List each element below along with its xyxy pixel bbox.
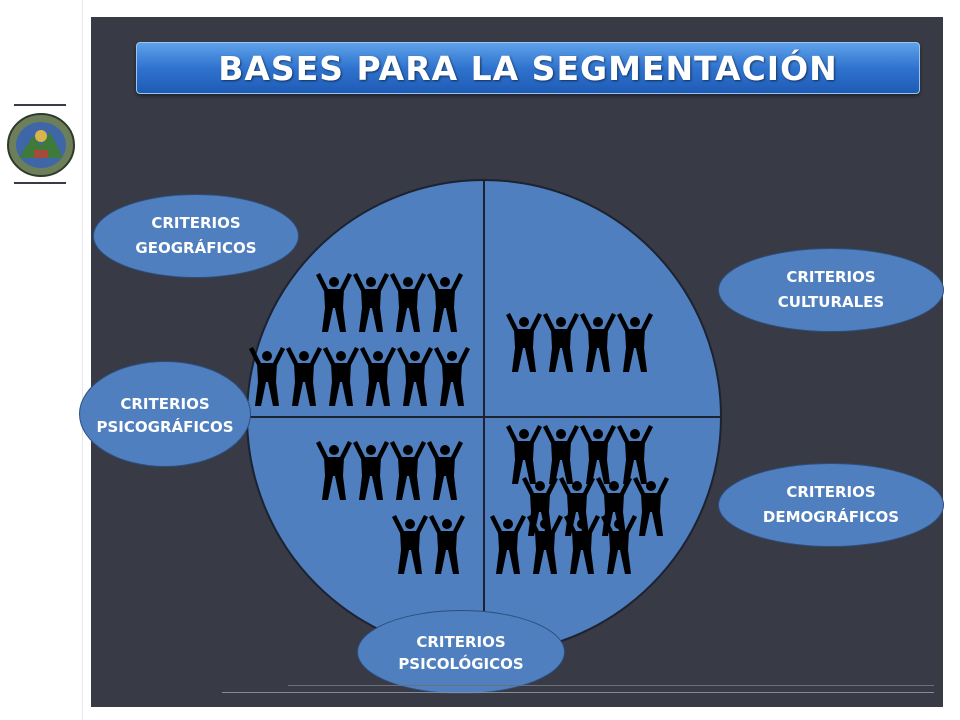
university-seal-icon xyxy=(7,113,75,177)
person-arms-raised-icon xyxy=(580,425,616,484)
person-arms-raised-icon xyxy=(580,313,616,372)
oval-label-line2: CULTURALES xyxy=(777,293,885,311)
person-arms-raised-icon xyxy=(543,425,579,484)
person-arms-raised-icon xyxy=(397,347,433,406)
criterios-culturales-oval: CRITERIOS CULTURALES xyxy=(718,248,944,332)
oval-label-line2: GEOGRÁFICOS xyxy=(135,239,257,257)
person-arms-raised-icon xyxy=(490,515,526,574)
criterios-psicologicos-oval: CRITERIOS PSICOLÓGICOS xyxy=(357,610,565,694)
person-arms-raised-icon xyxy=(522,477,558,536)
oval-label-line2: DEMOGRÁFICOS xyxy=(762,508,900,526)
people-figures xyxy=(249,273,669,574)
person-arms-raised-icon xyxy=(360,347,396,406)
oval-label-line1: CRITERIOS xyxy=(416,632,506,651)
seal-top-line xyxy=(14,104,66,106)
person-arms-raised-icon xyxy=(427,273,463,332)
oval-label-line2: PSICOLÓGICOS xyxy=(398,655,524,673)
seal-bottom-line xyxy=(14,182,66,184)
person-arms-raised-icon xyxy=(353,273,389,332)
person-arms-raised-icon xyxy=(506,313,542,372)
page-title: BASES PARA LA SEGMENTACIÓN xyxy=(218,48,838,88)
person-arms-raised-icon xyxy=(249,347,285,406)
oval-label-line1: CRITERIOS xyxy=(151,213,241,232)
oval-label-line2: PSICOGRÁFICOS xyxy=(96,417,234,436)
person-arms-raised-icon xyxy=(564,515,600,574)
person-arms-raised-icon xyxy=(617,313,653,372)
person-arms-raised-icon xyxy=(390,441,426,500)
person-arms-raised-icon xyxy=(543,313,579,372)
criterios-demograficos-oval: CRITERIOS DEMOGRÁFICOS xyxy=(718,463,944,547)
title-banner: BASES PARA LA SEGMENTACIÓN xyxy=(136,42,920,94)
person-arms-raised-icon xyxy=(633,477,669,536)
bottom-rule-upper xyxy=(288,685,934,686)
criterios-geograficos-oval: CRITERIOS GEOGRÁFICOS xyxy=(93,194,299,278)
person-arms-raised-icon xyxy=(353,441,389,500)
person-arms-raised-icon xyxy=(429,515,465,574)
criterios-psicograficos-oval: CRITERIOS PSICOGRÁFICOS xyxy=(79,361,251,467)
oval-label-line1: CRITERIOS xyxy=(120,395,210,414)
person-arms-raised-icon xyxy=(434,347,470,406)
person-arms-raised-icon xyxy=(323,347,359,406)
person-arms-raised-icon xyxy=(427,441,463,500)
person-arms-raised-icon xyxy=(390,273,426,332)
person-arms-raised-icon xyxy=(506,425,542,484)
person-arms-raised-icon xyxy=(617,425,653,484)
person-arms-raised-icon xyxy=(286,347,322,406)
left-margin-rule xyxy=(82,0,83,720)
person-arms-raised-icon xyxy=(316,273,352,332)
oval-label-line1: CRITERIOS xyxy=(786,267,876,286)
oval-label-line1: CRITERIOS xyxy=(786,482,876,501)
bottom-rule xyxy=(222,692,934,693)
person-arms-raised-icon xyxy=(392,515,428,574)
person-arms-raised-icon xyxy=(316,441,352,500)
person-arms-raised-icon xyxy=(601,515,637,574)
person-arms-raised-icon xyxy=(527,515,563,574)
